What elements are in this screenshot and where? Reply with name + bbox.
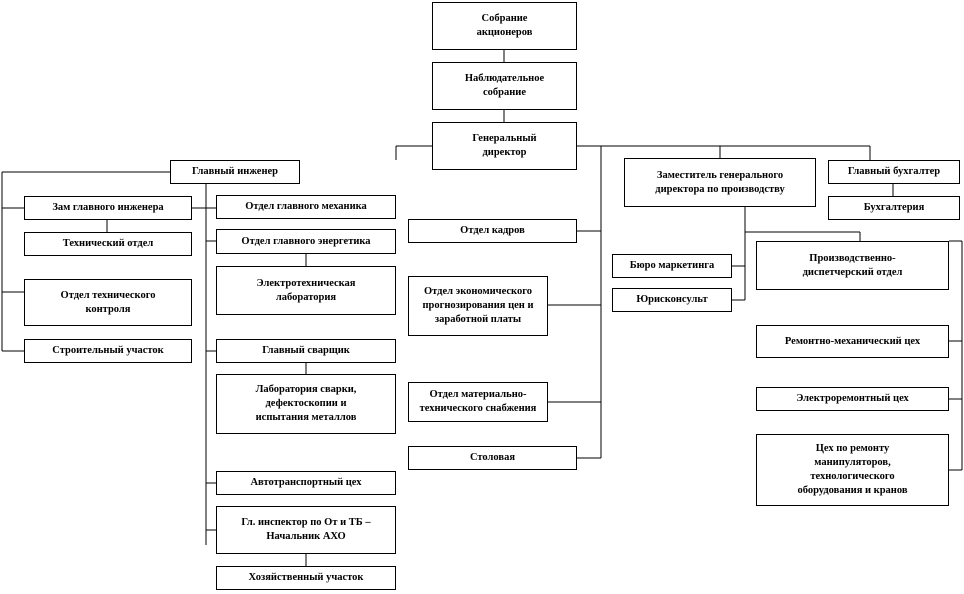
repair-mechanical-shop-box: Ремонтно-механический цех (756, 325, 949, 358)
chief-welder-box: Главный сварщик (216, 339, 396, 363)
shareholders-meeting-box: Собрание акционеров (432, 2, 577, 50)
logistics-department-box: Отдел материально- технического снабжени… (408, 382, 548, 422)
deputy-chief-engineer-box: Зам главного инженера (24, 196, 192, 220)
chief-inspector-box: Гл. инспектор по От и ТБ – Начальник АХО (216, 506, 396, 554)
household-site-box: Хозяйственный участок (216, 566, 396, 590)
welding-laboratory-box: Лаборатория сварки, дефектоскопии и испы… (216, 374, 396, 434)
construction-site-box: Строительный участок (24, 339, 192, 363)
chief-mechanic-department-box: Отдел главного механика (216, 195, 396, 219)
motor-transport-shop-box: Автотранспортный цех (216, 471, 396, 495)
legal-advisor-box: Юрисконсульт (612, 288, 732, 312)
electrical-repair-shop-box: Электроремонтный цех (756, 387, 949, 411)
accounting-box: Бухгалтерия (828, 196, 960, 220)
supervisory-board-box: Наблюдательное собрание (432, 62, 577, 110)
manipulator-repair-shop-box: Цех по ремонту манипуляторов, технологич… (756, 434, 949, 506)
deputy-general-director-production-box: Заместитель генерального директора по пр… (624, 158, 816, 207)
general-director-box: Генеральный директор (432, 122, 577, 170)
chief-engineer-box: Главный инженер (170, 160, 300, 184)
hr-department-box: Отдел кадров (408, 219, 577, 243)
production-dispatch-department-box: Производственно- диспетчерский отдел (756, 241, 949, 290)
technical-control-department-box: Отдел технического контроля (24, 279, 192, 326)
canteen-box: Столовая (408, 446, 577, 470)
economic-planning-department-box: Отдел экономического прогнозирования цен… (408, 276, 548, 336)
chief-power-engineer-department-box: Отдел главного энергетика (216, 229, 396, 254)
chief-accountant-box: Главный бухгалтер (828, 160, 960, 184)
technical-department-box: Технический отдел (24, 232, 192, 256)
marketing-bureau-box: Бюро маркетинга (612, 254, 732, 278)
electrical-laboratory-box: Электротехническая лаборатория (216, 266, 396, 315)
